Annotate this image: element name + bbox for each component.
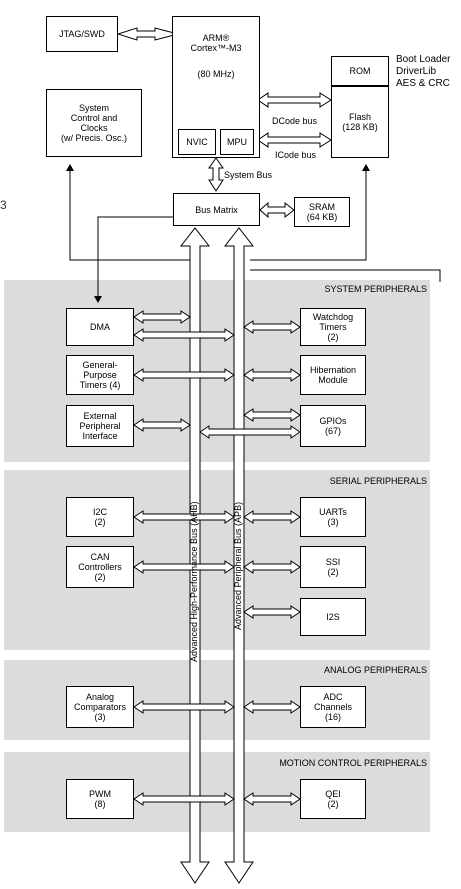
flash-link <box>250 164 370 261</box>
gpio-ahb-link <box>199 425 301 439</box>
motion-peripherals-title: MOTION CONTROL PERIPHERALS <box>279 758 427 768</box>
jtag-swd-block: JTAG/SWD <box>46 16 118 52</box>
i2s-block: I2S <box>300 598 366 636</box>
system-bus-link <box>208 157 224 192</box>
apb-bus <box>223 227 255 884</box>
hibernation-block: Hibernation Module <box>300 355 366 395</box>
sysctl-link <box>66 164 190 261</box>
adc-block: ADC Channels (16) <box>300 686 366 728</box>
can-block: CAN Controllers (2) <box>66 546 134 588</box>
flash-block: Flash (128 KB) <box>331 86 389 158</box>
icode-bus-label: ICode bus <box>275 150 317 160</box>
analog-comparators-block: Analog Comparators (3) <box>66 686 134 728</box>
system-peripherals-title: SYSTEM PERIPHERALS <box>324 284 427 294</box>
bus-matrix-block: Bus Matrix <box>173 193 260 226</box>
serial-peripherals-title: SERIAL PERIPHERALS <box>329 476 427 486</box>
dma-apb-link <box>133 328 235 342</box>
hib-apb-link <box>243 368 301 382</box>
mpu-block: MPU <box>220 129 254 155</box>
analog-peripherals-title: ANALOG PERIPHERALS <box>323 665 427 675</box>
jtag-link <box>116 27 180 41</box>
uart-apb-link <box>243 510 301 524</box>
gpt-apb-link <box>133 368 235 382</box>
system-bus-label: System Bus <box>224 170 273 180</box>
wdt-apb-link <box>243 320 301 334</box>
rom-block: ROM <box>331 56 389 86</box>
rom-contents: Boot Loader DriverLib AES & CRC <box>396 54 451 89</box>
pwm-apb-link <box>133 792 235 806</box>
i2s-apb-link <box>243 605 301 619</box>
watchdog-block: Watchdog Timers (2) <box>300 308 366 346</box>
i2c-block: I2C (2) <box>66 497 134 537</box>
sram-block: SRAM (64 KB) <box>294 197 350 227</box>
i2c-apb-link <box>133 510 235 524</box>
ahb-bus <box>179 227 211 884</box>
qei-block: QEI (2) <box>300 779 366 819</box>
apb-label: Advanced Peripheral Bus (APB) <box>233 501 243 630</box>
gpio-apb-link <box>243 408 301 422</box>
side-mark: 3 <box>0 198 7 212</box>
can-apb-link <box>133 560 235 574</box>
cpu-frequency: (80 MHz) <box>197 69 235 79</box>
cpu-name: ARM® Cortex™-M3 <box>190 33 242 53</box>
system-control-block: System Control and Clocks (w/ Precis. Os… <box>46 89 142 157</box>
adc-apb-link <box>243 700 301 714</box>
comp-apb-link <box>133 700 235 714</box>
ahb-label: Advanced High-Performance Bus (AHB) <box>189 501 199 662</box>
dma-ahb-link <box>133 310 191 324</box>
gpio-block: GPIOs (67) <box>300 405 366 447</box>
icode-link <box>257 132 332 148</box>
epi-ahb-link <box>133 418 191 432</box>
dcode-bus-label: DCode bus <box>272 116 318 126</box>
epi-block: External Peripheral Interface <box>66 405 134 447</box>
cortex-m3-block: ARM® Cortex™-M3 (80 MHz) NVIC MPU <box>172 16 260 158</box>
nvic-block: NVIC <box>178 129 216 155</box>
dma-block: DMA <box>66 308 134 346</box>
uart-block: UARTs (3) <box>300 497 366 537</box>
sram-link <box>259 201 295 219</box>
ssi-apb-link <box>243 560 301 574</box>
ssi-block: SSI (2) <box>300 546 366 588</box>
dcode-link <box>257 92 332 108</box>
qei-apb-link <box>243 792 301 806</box>
gp-timers-block: General- Purpose Timers (4) <box>66 355 134 395</box>
pwm-block: PWM (8) <box>66 779 134 819</box>
